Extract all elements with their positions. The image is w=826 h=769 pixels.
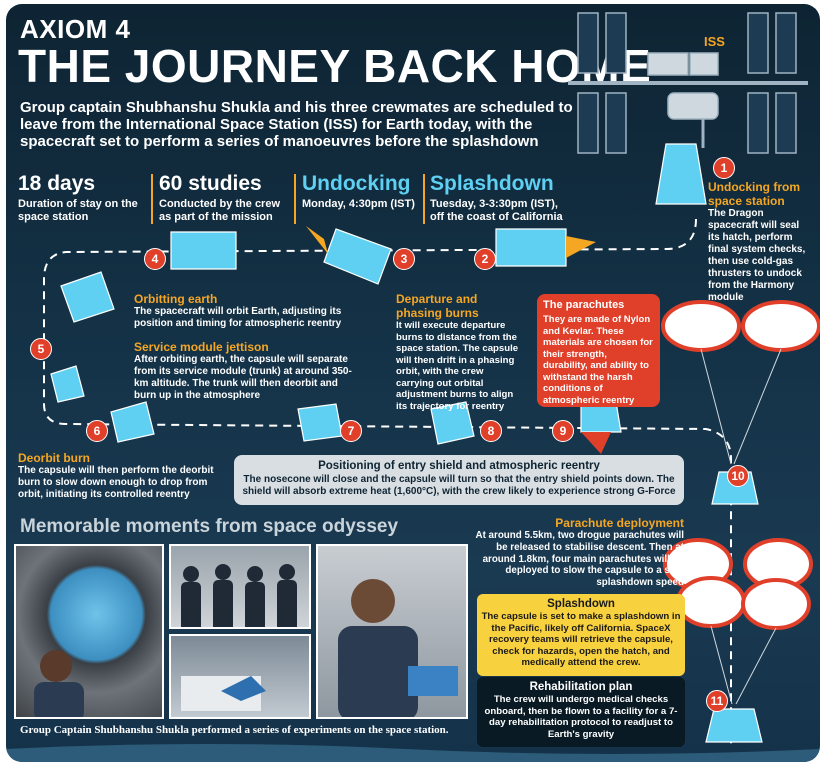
stat-caption: Tuesday, 3-3:30pm (IST), off the coast o… xyxy=(430,198,563,223)
step-title: Orbitting earth xyxy=(134,292,218,306)
rehab-body: The crew will undergo medical checks onb… xyxy=(484,694,678,740)
parachutes-box: The parachutes They are made of Nylon an… xyxy=(537,294,660,407)
step-badge-10: 10 xyxy=(727,465,749,487)
stat-studies: 60 studies Conducted by the crew as part… xyxy=(159,172,294,224)
step-4-text: Orbitting earth The spacecraft will orbi… xyxy=(134,292,344,330)
step-body: The capsule will then perform the deorbi… xyxy=(18,465,214,500)
iss-illustration xyxy=(568,12,808,154)
photo-cupola xyxy=(14,544,164,719)
stat-caption: Duration of stay on the space station xyxy=(18,198,138,223)
experiment-scene xyxy=(181,676,266,711)
entry-title: Positioning of entry shield and atmosphe… xyxy=(318,460,600,472)
step-badge-2: 2 xyxy=(474,248,496,270)
trajectory-path xyxy=(6,143,820,762)
stat-value: 60 studies xyxy=(159,172,262,195)
step-title: Undocking from space station xyxy=(708,180,800,208)
entry-shield-box: Positioning of entry shield and atmosphe… xyxy=(234,455,684,505)
stat-splashdown: Splashdown Tuesday, 3-3:30pm (IST), off … xyxy=(430,172,570,224)
intro-text: Group captain Shubhanshu Shukla and his … xyxy=(20,99,573,150)
stat-value: Undocking xyxy=(302,172,411,195)
rehab-title: Rehabilitation plan xyxy=(529,681,633,693)
step-badge-5: 5 xyxy=(30,338,52,360)
step-body: The Dragon spacecraft will seal its hatc… xyxy=(708,208,806,303)
step-body: It will execute departure burns to dista… xyxy=(396,320,519,412)
step-title: Deorbit burn xyxy=(18,451,90,465)
stat-value: 18 days xyxy=(18,172,96,195)
splashdown-box: Splashdown The capsule is set to make a … xyxy=(477,594,685,676)
page-title: THE JOURNEY BACK HOME xyxy=(18,40,652,92)
splashdown-body: The capsule is set to make a splashdown … xyxy=(481,611,681,668)
stat-caption: Conducted by the crew as part of the mis… xyxy=(159,198,281,223)
stat-divider xyxy=(294,174,296,224)
photo-smiling-astronaut xyxy=(316,544,468,719)
step-badge-8: 8 xyxy=(480,420,502,442)
parachutes-body: They are made of Nylon and Kevlar. These… xyxy=(543,314,653,406)
astronaut-portrait xyxy=(338,579,458,717)
step-body: After orbiting earth, the capsule will s… xyxy=(134,354,352,401)
rehab-box: Rehabilitation plan The crew will underg… xyxy=(477,677,685,747)
splashdown-title: Splashdown xyxy=(547,598,615,610)
stat-divider xyxy=(423,174,425,224)
photo-experiment xyxy=(169,634,311,719)
crew-silhouettes xyxy=(181,564,297,627)
step-badge-3: 3 xyxy=(393,248,415,270)
step-5-text: Service module jettison After orbiting e… xyxy=(134,340,354,402)
step-title: Service module jettison xyxy=(134,340,269,354)
stat-value: Splashdown xyxy=(430,172,554,195)
memorable-title: Memorable moments from space odyssey xyxy=(20,516,399,537)
infographic-panel: AXIOM 4 THE JOURNEY BACK HOME Group capt… xyxy=(6,4,820,762)
astronaut-silhouette xyxy=(34,650,84,717)
step-6-text: Deorbit burn The capsule will then perfo… xyxy=(18,451,223,501)
kicker: AXIOM 4 xyxy=(20,14,131,44)
stat-days: 18 days Duration of stay on the space st… xyxy=(18,172,148,224)
step-badge-11: 11 xyxy=(706,690,728,712)
step-body: At around 5.5km, two drogue parachutes w… xyxy=(475,530,685,589)
iss-label: ISS xyxy=(704,34,725,49)
entry-body: The nosecone will close and the capsule … xyxy=(242,474,676,497)
step-1-text: Undocking from space station The Dragon … xyxy=(708,180,812,304)
step-badge-4: 4 xyxy=(144,248,166,270)
step-10-text: Parachute deployment At around 5.5km, tw… xyxy=(474,516,685,589)
step-3-text: Departure and phasing burns It will exec… xyxy=(396,292,521,412)
stat-divider xyxy=(151,174,153,224)
step-badge-6: 6 xyxy=(86,420,108,442)
stat-caption: Monday, 4:30pm (IST) xyxy=(302,198,415,210)
step-badge-1: 1 xyxy=(713,157,735,179)
step-badge-7: 7 xyxy=(340,420,362,442)
photo-crew xyxy=(169,544,311,629)
step-badge-9: 9 xyxy=(552,420,574,442)
step-title: Parachute deployment xyxy=(555,516,684,530)
step-body: The spacecraft will orbit Earth, adjusti… xyxy=(134,306,342,329)
photo-caption: Group Captain Shubhanshu Shukla performe… xyxy=(20,724,449,736)
stat-undocking: Undocking Monday, 4:30pm (IST) xyxy=(302,172,422,211)
parachutes-title: The parachutes xyxy=(543,299,625,311)
step-title: Departure and phasing burns xyxy=(396,292,479,320)
